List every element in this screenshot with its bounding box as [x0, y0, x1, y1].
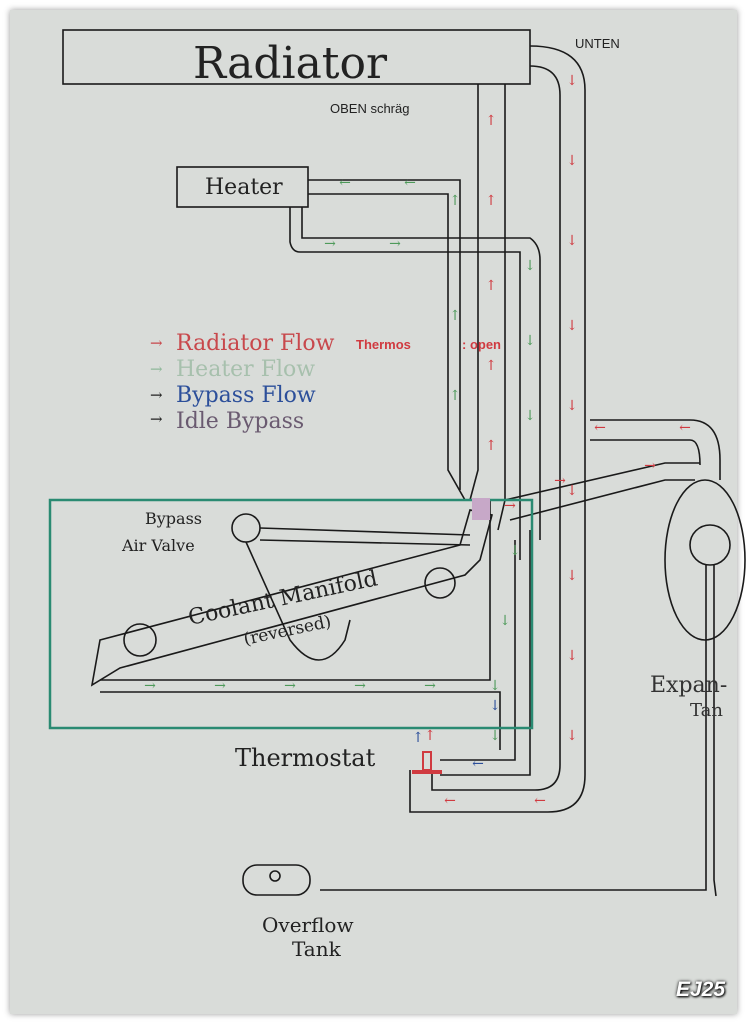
flow-arrow-icon: ↑	[485, 358, 497, 374]
flow-arrow-icon: ↑	[449, 388, 461, 404]
bypass-air-valve	[231, 513, 261, 543]
svg-text:→: →	[150, 386, 163, 404]
flow-arrow-icon: ←	[339, 175, 351, 191]
flow-arrow-icon: ↓	[566, 398, 578, 414]
unten-label: UNTEN	[575, 36, 620, 51]
radiator-feed-pipe-right	[497, 84, 506, 531]
flow-arrow-icon: →	[354, 678, 366, 694]
thermostat-note: Thermos	[356, 337, 411, 352]
oben-label: OBEN schräg	[330, 101, 409, 116]
flow-arrow-icon: →	[284, 678, 296, 694]
flow-arrow-icon: ↓	[489, 678, 501, 694]
flow-arrow-icon: ←	[444, 793, 456, 809]
engine-badge: EJ25	[675, 978, 725, 1001]
svg-text:Heater Flow: Heater Flow	[176, 357, 315, 382]
flow-arrow-icon: ←	[594, 420, 606, 436]
legend: → Radiator Flow → Heater Flow → Bypass Flow…	[150, 331, 335, 434]
radiator-return-pipe-inner	[431, 65, 561, 791]
flow-arrow-icon: ↓	[566, 318, 578, 334]
flow-arrow-icon: ↑	[485, 113, 497, 129]
flow-arrow-icon: ↓	[509, 543, 521, 559]
flow-arrow-icon: ↓	[566, 648, 578, 664]
svg-text:→: →	[150, 410, 163, 428]
flow-arrow-icon: ↓	[489, 728, 501, 744]
svg-text:Radiator Flow: Radiator Flow	[176, 331, 335, 356]
flow-arrow-icon: ↓	[566, 233, 578, 249]
flow-arrow-icon: ↑	[424, 728, 436, 744]
manifold-sub-label: (reversed)	[242, 612, 333, 650]
flow-arrow-icon: ↑	[485, 193, 497, 209]
flow-arrow-icon: ↑	[412, 730, 424, 746]
radiator-feed-pipe-left	[469, 84, 479, 501]
heater-pipe-1a	[308, 179, 461, 490]
flow-arrow-icon: ↓	[566, 153, 578, 169]
flow-arrow-icon: ←	[472, 756, 484, 772]
flow-arrow-icon: ←	[404, 175, 416, 191]
flow-arrow-icon: ↑	[485, 438, 497, 454]
heater-box	[176, 166, 309, 208]
flow-arrow-icon: ↓	[566, 728, 578, 744]
legend-item-idle-bypass: → Idle Bypass	[150, 409, 304, 434]
flow-arrow-icon: ↓	[524, 258, 536, 274]
thermostat-label: Thermostat	[235, 744, 376, 772]
coolant-manifold	[90, 509, 493, 687]
flow-arrow-icon: →	[214, 678, 226, 694]
flow-arrow-icon: ↓	[524, 408, 536, 424]
open-note: : open	[462, 337, 501, 352]
svg-text:→: →	[150, 360, 163, 378]
thermostat-icon	[412, 770, 442, 774]
diagram-photo	[10, 10, 737, 1014]
flow-arrow-icon: ↓	[499, 613, 511, 629]
flow-arrow-icon: ↑	[485, 278, 497, 294]
flow-arrow-icon: →	[424, 678, 436, 694]
engine-block-outline	[48, 498, 534, 730]
overflow-label: Overflow	[262, 913, 354, 937]
expansion-label: Expan-	[650, 673, 727, 698]
thermostat-housing-mark	[472, 498, 490, 520]
radiator-box	[62, 29, 531, 85]
flow-arrow-icon: →	[554, 473, 566, 489]
expansion-tank	[664, 479, 746, 641]
flow-arrow-icon: ↑	[449, 308, 461, 324]
flow-arrow-icon: ↓	[489, 698, 501, 714]
flow-arrow-icon: ←	[679, 420, 691, 436]
overflow-label-2: Tank	[292, 937, 342, 961]
flow-arrow-icon: ↓	[566, 568, 578, 584]
legend-item-bypass-flow: → Bypass Flow	[150, 383, 316, 408]
flow-arrow-icon: ↓	[524, 333, 536, 349]
flow-arrow-icon: ↑	[449, 193, 461, 209]
overflow-tank	[242, 864, 311, 896]
radiator-return-pipe-outer	[409, 45, 586, 813]
flow-arrow-icon: →	[144, 678, 156, 694]
heater-label: Heater	[205, 175, 283, 200]
legend-item-heater-flow: → Heater Flow	[150, 357, 315, 382]
flow-arrow-icon: →	[389, 236, 401, 252]
legend-item-radiator-flow: → Radiator Flow	[150, 331, 335, 356]
flow-arrow-icon: →	[644, 458, 656, 474]
flow-arrow-icon: →	[504, 498, 516, 514]
air-valve-label: Air Valve	[121, 536, 195, 555]
bypass-label: Bypass	[145, 509, 202, 528]
svg-text:→: →	[150, 334, 163, 352]
flow-arrow-icon: ←	[534, 793, 546, 809]
svg-text:Idle Bypass: Idle Bypass	[176, 409, 304, 434]
radiator-label: Radiator	[193, 38, 388, 89]
flow-arrow-icon: ↓	[566, 483, 578, 499]
svg-text:Bypass Flow: Bypass Flow	[176, 383, 316, 408]
expansion-label-2: Tan	[690, 700, 723, 721]
flow-arrow-icon: ↓	[566, 73, 578, 89]
flow-arrow-icon: →	[324, 236, 336, 252]
